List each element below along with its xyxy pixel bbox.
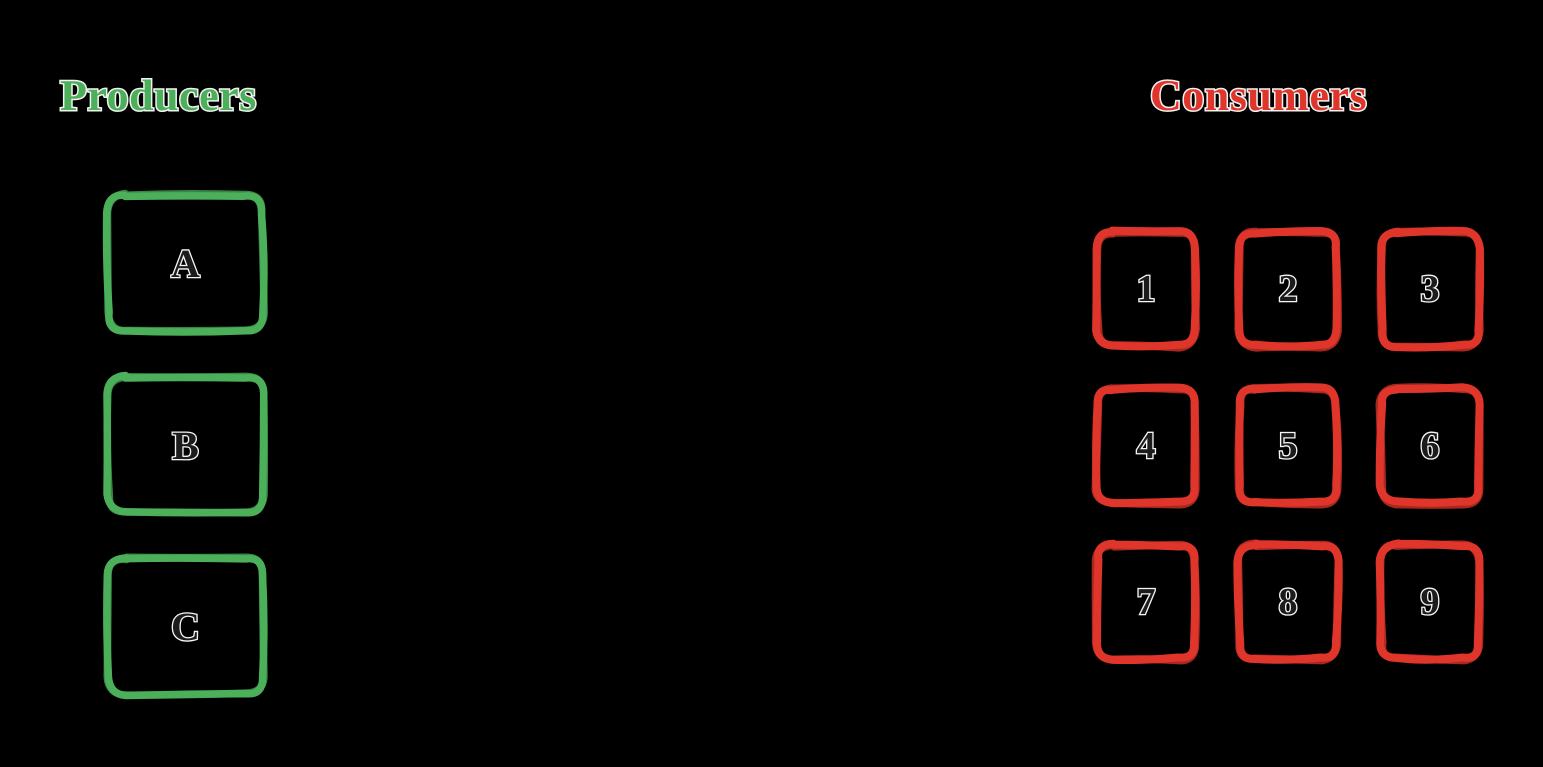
- consumer-box-label: 2: [1277, 267, 1299, 312]
- consumer-box-label: 5: [1277, 424, 1299, 469]
- consumer-box-label: 1: [1135, 267, 1157, 312]
- consumer-box-outline: [1375, 539, 1484, 665]
- consumer-box-outline: [1376, 226, 1485, 352]
- consumer-box-8[interactable]: 8: [1233, 539, 1343, 665]
- producer-box-a[interactable]: A: [102, 189, 268, 336]
- consumers-section-title: Consumers: [1148, 71, 1368, 120]
- consumer-box-outline: [1375, 383, 1484, 509]
- consumer-box-outline: [1234, 226, 1342, 352]
- producer-box-label: A: [170, 239, 201, 287]
- consumer-box-label: 8: [1277, 580, 1299, 625]
- consumer-box-7[interactable]: 7: [1091, 539, 1200, 665]
- consumer-box-outline: [1091, 539, 1200, 665]
- consumer-box-4[interactable]: 4: [1091, 383, 1200, 509]
- consumer-box-label: 7: [1135, 580, 1157, 625]
- consumer-box-6[interactable]: 6: [1375, 383, 1484, 509]
- producer-box-label: B: [171, 421, 200, 469]
- producer-box-b[interactable]: B: [103, 371, 269, 518]
- consumer-box-label: 9: [1419, 580, 1441, 625]
- producer-box-outline: [103, 371, 269, 517]
- consumer-box-outline: [1234, 383, 1343, 509]
- consumer-box-outline: [1091, 383, 1200, 509]
- producer-box-outline: [103, 553, 268, 700]
- consumer-box-5[interactable]: 5: [1234, 383, 1343, 509]
- producers-section-title: Producers: [59, 71, 258, 120]
- consumer-box-label: 3: [1419, 267, 1441, 312]
- consumer-box-label: 4: [1135, 424, 1157, 469]
- consumer-box-9[interactable]: 9: [1375, 539, 1484, 665]
- consumer-box-label: 6: [1419, 424, 1441, 469]
- consumer-box-3[interactable]: 3: [1376, 226, 1485, 352]
- producer-box-label: C: [170, 602, 201, 650]
- consumer-box-outline: [1092, 226, 1200, 352]
- producer-box-outline: [102, 189, 268, 336]
- producer-box-c[interactable]: C: [103, 553, 268, 700]
- consumer-box-2[interactable]: 2: [1234, 226, 1342, 352]
- consumer-box-1[interactable]: 1: [1092, 226, 1200, 352]
- consumer-box-outline: [1233, 539, 1343, 665]
